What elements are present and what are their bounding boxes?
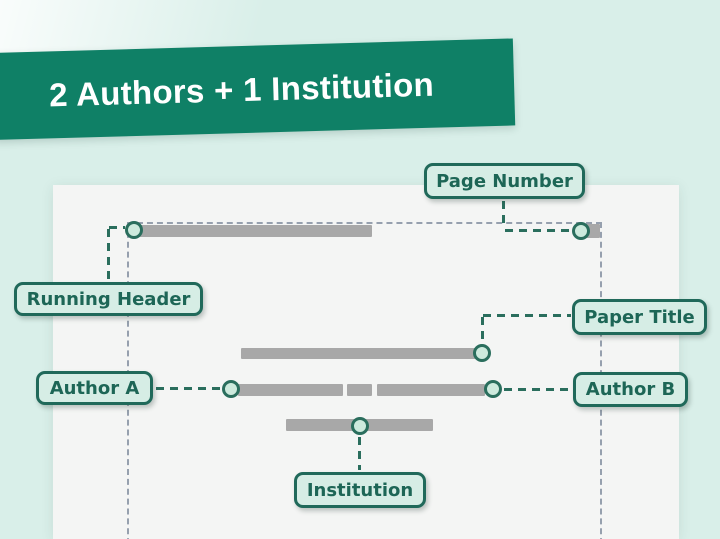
connector-dot-running-header <box>125 221 143 239</box>
author-separator-placeholder <box>347 384 372 396</box>
title-banner: 2 Authors + 1 Institution <box>0 38 516 140</box>
paper-title-placeholder <box>241 348 482 359</box>
connector-dot-paper-title <box>473 344 491 362</box>
connector-paper-title-horizontal <box>483 314 571 317</box>
running-header-placeholder <box>139 225 372 237</box>
connector-dot-author-a <box>222 380 240 398</box>
running-header-label: Running Header <box>14 282 203 316</box>
author-a-placeholder <box>238 384 343 396</box>
page-number-label: Page Number <box>424 163 585 199</box>
author-b-placeholder <box>377 384 485 396</box>
connector-page-number-horizontal <box>505 229 570 232</box>
connector-dot-page-number <box>572 222 590 240</box>
connector-running-header-horizontal <box>109 226 125 229</box>
author-a-label: Author A <box>36 371 153 405</box>
connector-dot-institution <box>351 417 369 435</box>
author-b-label: Author B <box>573 372 688 407</box>
connector-institution-vertical <box>358 437 361 470</box>
institution-label: Institution <box>294 472 426 508</box>
connector-dot-author-b <box>484 380 502 398</box>
connector-running-header-vertical <box>107 229 110 281</box>
connector-paper-title-vertical <box>481 317 484 343</box>
connector-author-b-horizontal <box>504 388 571 391</box>
connector-author-a-horizontal <box>156 387 220 390</box>
slide-title: 2 Authors + 1 Institution <box>48 65 435 113</box>
connector-page-number-vertical <box>502 201 505 228</box>
paper-title-label: Paper Title <box>572 299 707 335</box>
